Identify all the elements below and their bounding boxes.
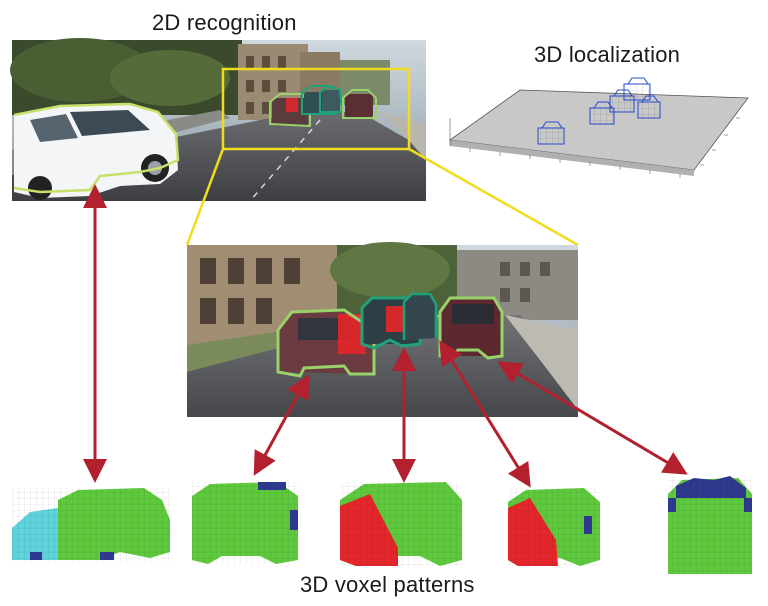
correspondence-arrows [83,184,688,488]
wireframe-car [537,121,565,145]
voxel-model [668,476,752,574]
street-photo-top [10,38,426,202]
distant-cars [269,84,377,128]
voxel-model [192,482,298,564]
zoom-region-box [221,67,411,151]
wireframe-car [637,95,661,119]
voxel-model [12,488,172,562]
car-left [276,308,376,378]
arrow-car-right [497,361,688,475]
zoom-connector-left [185,148,225,246]
zoom-connector-right [408,147,579,247]
white-car [13,102,180,200]
wireframe-car [623,77,651,101]
street-photo-zoomed [187,242,578,417]
voxel-model [340,482,462,566]
2d-recognition-title: 2D recognition [152,10,297,35]
voxel-model [508,488,600,566]
car-right [438,296,504,360]
car-middle [360,292,438,350]
3d-localization-plot [448,77,749,178]
voxel-patterns [12,476,752,574]
arrow-car-left [253,374,310,476]
3d-localization-title: 3D localization [534,42,681,67]
3d-voxel-patterns-title: 3D voxel patterns [300,572,475,597]
